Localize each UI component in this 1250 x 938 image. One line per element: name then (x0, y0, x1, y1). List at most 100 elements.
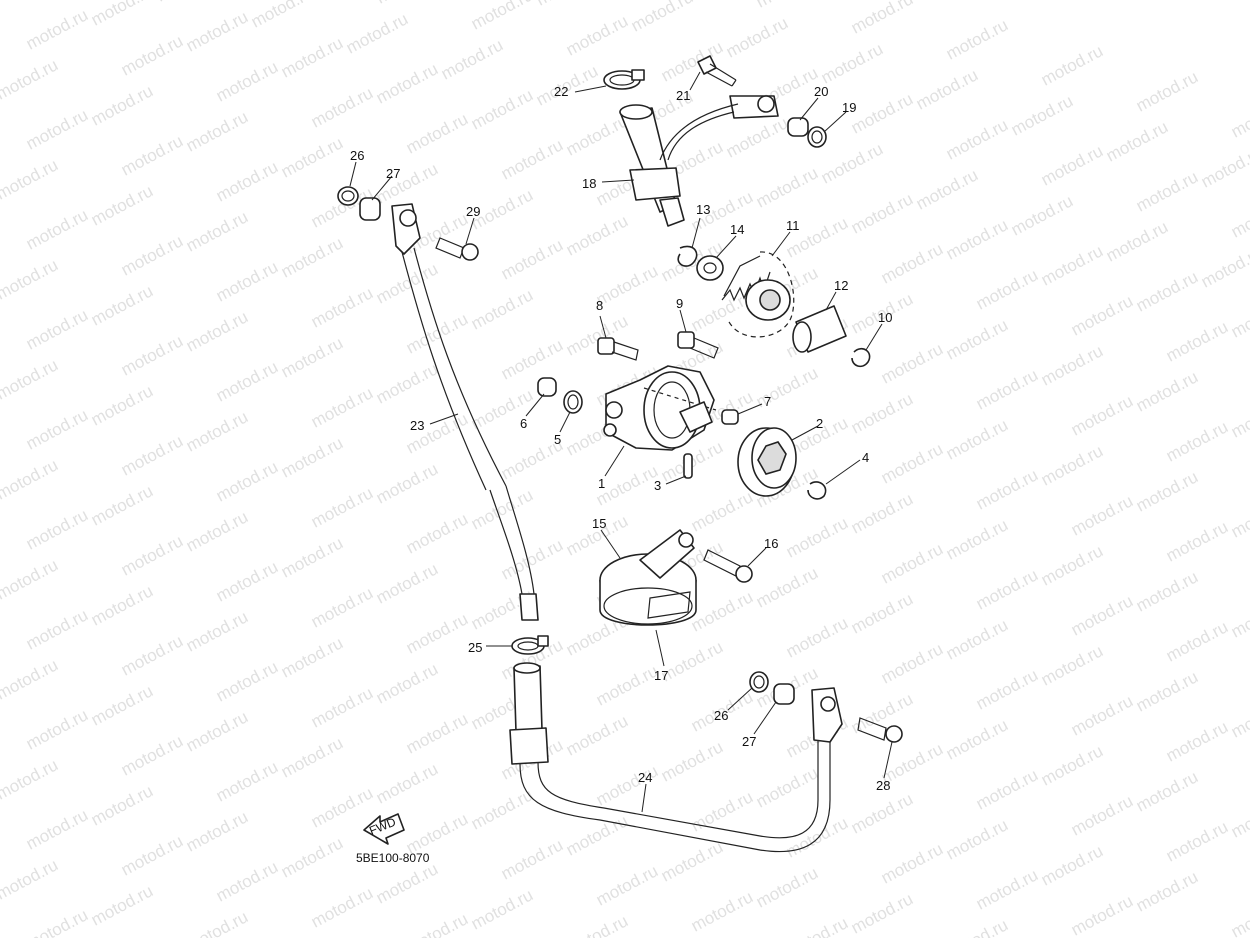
watermark-text: motod.ru (593, 761, 661, 809)
watermark-text: motod.ru (563, 211, 631, 259)
watermark-text: motod.ru (468, 885, 536, 933)
part-12-shaft (792, 305, 847, 353)
watermark-text: motod.ru (0, 155, 61, 203)
watermark-text: motod.ru (308, 483, 376, 531)
watermark-text: motod.ru (783, 513, 851, 561)
watermark-text: motod.ru (88, 581, 156, 629)
part-4-circlip (807, 481, 827, 500)
watermark-text: motod.ru (308, 783, 376, 831)
watermark-text: motod.ru (23, 905, 91, 938)
watermark-text: motod.ru (88, 881, 156, 929)
watermark-text: motod.ru (878, 639, 946, 687)
part-16-bolt (703, 549, 753, 583)
leader-lines (349, 71, 893, 813)
watermark-text: motod.ru (593, 661, 661, 709)
watermark-text: motod.ru (723, 113, 791, 161)
part-1-pump-body (603, 365, 717, 451)
watermark-text: motod.ru (563, 911, 631, 938)
watermark-text: motod.ru (278, 633, 346, 681)
watermark-text: motod.ru (848, 189, 916, 237)
watermark-text: motod.ru (88, 481, 156, 529)
watermark-text: motod.ru (1038, 241, 1106, 289)
watermark-text: motod.ru (88, 681, 156, 729)
watermark-text: motod.ru (498, 135, 566, 183)
watermark-text: motod.ru (593, 861, 661, 909)
watermark-text: motod.ru (563, 711, 631, 759)
watermark-text: motod.ru (403, 109, 471, 157)
watermark-text: motod.ru (23, 605, 91, 653)
watermark-text: motod.ru (1228, 893, 1250, 938)
watermark-text: motod.ru (753, 863, 821, 911)
watermark-text: motod.ru (343, 9, 411, 57)
part-26-o-ring-lower (749, 671, 769, 693)
watermark-text: motod.ru (438, 35, 506, 83)
watermark-text: motod.ru (183, 507, 251, 555)
watermark-text: motod.ru (118, 731, 186, 779)
watermark-text: motod.ru (1133, 867, 1201, 915)
part-27-collar-lower (773, 683, 795, 705)
watermark-text: motod.ru (1068, 291, 1136, 339)
watermark-text: motod.ru (373, 0, 441, 8)
watermark-text: motod.ru (1068, 591, 1136, 639)
watermark-text: motod.ru (1068, 791, 1136, 839)
watermark-text: motod.ru (183, 207, 251, 255)
watermark-text: motod.ru (943, 915, 1011, 938)
watermark-text: motod.ru (1133, 467, 1201, 515)
watermark-text: motod.ru (1038, 741, 1106, 789)
watermark-text: motod.ru (183, 907, 251, 938)
part-29-bolt (435, 237, 479, 261)
watermark-text: motod.ru (213, 757, 281, 805)
watermark-text: motod.ru (278, 833, 346, 881)
part-24-pipe (509, 662, 831, 853)
part-oil-pipe-upper (659, 95, 779, 161)
watermark-text: motod.ru (183, 607, 251, 655)
watermark-text: motod.ru (783, 813, 851, 861)
watermark-text: motod.ru (403, 509, 471, 557)
watermark-text: motod.ru (278, 433, 346, 481)
watermark-text: motod.ru (153, 0, 221, 6)
watermark-text: motod.ru (1068, 391, 1136, 439)
watermark-text: motod.ru (498, 335, 566, 383)
watermark-text: motod.ru (1198, 143, 1250, 191)
watermark-text: motod.ru (308, 283, 376, 331)
watermark-text: motod.ru (1228, 593, 1250, 641)
callout-25: 25 (468, 640, 482, 655)
watermark-text: motod.ru (213, 57, 281, 105)
watermark-text: motod.ru (183, 107, 251, 155)
watermark-text: motod.ru (308, 383, 376, 431)
callout-28: 28 (876, 778, 890, 793)
watermark-text: motod.ru (943, 515, 1011, 563)
part-25-clamp (511, 635, 549, 655)
watermark-text: motod.ru (23, 105, 91, 153)
callout-15: 15 (592, 516, 606, 531)
callout-19: 19 (842, 100, 856, 115)
watermark-text: motod.ru (973, 865, 1041, 913)
watermark-text: motod.ru (753, 0, 821, 12)
watermark-text: motod.ru (0, 255, 61, 303)
watermark-text: motod.ru (118, 131, 186, 179)
part-27-collar-upper (359, 197, 381, 221)
callout-12: 12 (834, 278, 848, 293)
watermark-text: motod.ru (213, 857, 281, 905)
watermark-text: motod.ru (943, 115, 1011, 163)
watermark-text: motod.ru (878, 539, 946, 587)
watermark-text: motod.ru (23, 705, 91, 753)
watermark-text: motod.ru (118, 31, 186, 79)
part-6-collar (537, 377, 557, 397)
watermark-text: motod.ru (88, 381, 156, 429)
watermark-text: motod.ru (23, 5, 91, 53)
watermark-text: motod.ru (23, 505, 91, 553)
watermark-text: motod.ru (1133, 167, 1201, 215)
watermark-text: motod.ru (878, 839, 946, 887)
watermark-text: motod.ru (973, 365, 1041, 413)
watermark-text: motod.ru (213, 657, 281, 705)
watermark-text: motod.ru (0, 355, 61, 403)
watermark-text: motod.ru (913, 165, 981, 213)
part-15-strainer (599, 529, 697, 626)
watermark-text: motod.ru (1228, 693, 1250, 741)
callout-6: 6 (520, 416, 527, 431)
watermark-text: motod.ru (1103, 217, 1171, 265)
watermark-text: motod.ru (943, 315, 1011, 363)
watermark-text: motod.ru (1038, 341, 1106, 389)
